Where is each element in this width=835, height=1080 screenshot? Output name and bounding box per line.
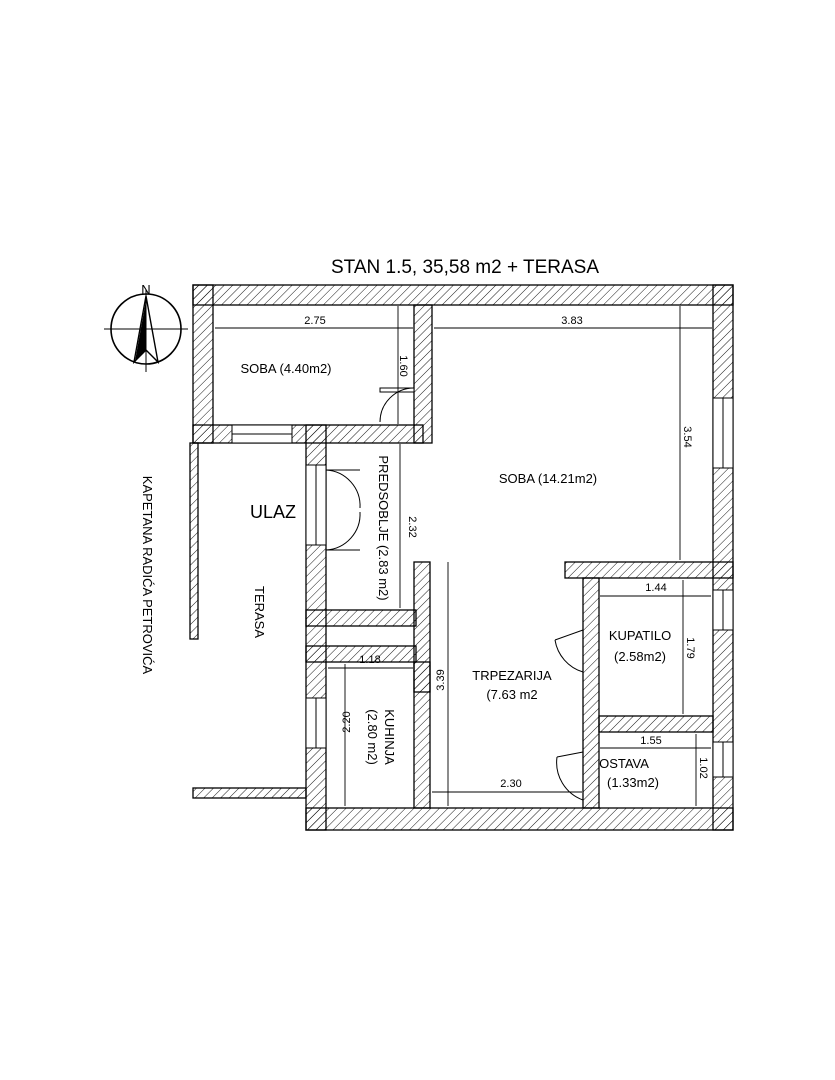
dim-label: 2.20 [341, 711, 353, 732]
north-arrow-icon: N [104, 282, 188, 372]
dim-label: 1.18 [359, 654, 380, 666]
dim-label: 1.02 [697, 757, 709, 778]
room-area-kupatilo: (2.58m2) [614, 649, 666, 664]
terrace-label: TERASA [252, 586, 267, 638]
windows [231, 397, 734, 778]
room-label-trpezarija: TRPEZARIJA [472, 668, 552, 683]
room-label-kupatilo: KUPATILO [609, 628, 671, 643]
room-label-kuhinja: KUHINJA [382, 709, 397, 765]
dim-label: 1.79 [684, 637, 696, 658]
room-label-ostava: OSTAVA [599, 756, 649, 771]
room-area-kuhinja: (2.80 m2) [365, 709, 380, 765]
dim-label: 2.75 [304, 315, 325, 327]
dim-label: 1.44 [645, 582, 666, 594]
plan-title: STAN 1.5, 35,58 m2 + TERASA [331, 257, 599, 278]
dim-label: 2.30 [500, 778, 521, 790]
compass-label: N [141, 282, 150, 297]
room-label-soba-large: SOBA (14.21m2) [499, 471, 597, 486]
dim-label: 3.83 [561, 315, 582, 327]
street-label: KAPETANA RADIĆA PETROVIĆA [140, 476, 155, 675]
room-label-predsoblje: PREDSOBLJE (2.83 m2) [376, 455, 391, 600]
entrance-label: ULAZ [250, 502, 296, 522]
dim-label: 1.55 [640, 735, 661, 747]
dim-label: 2.32 [406, 516, 418, 537]
dim-label: 3.39 [435, 669, 447, 690]
room-area-ostava: (1.33m2) [607, 775, 659, 790]
room-label-soba-small: SOBA (4.40m2) [240, 361, 331, 376]
dimension-lines [215, 306, 712, 806]
dim-label: 3.54 [681, 426, 693, 447]
doors [325, 387, 584, 801]
dim-label: 1.60 [397, 355, 409, 376]
room-area-trpezarija: (7.63 m2 [486, 687, 537, 702]
